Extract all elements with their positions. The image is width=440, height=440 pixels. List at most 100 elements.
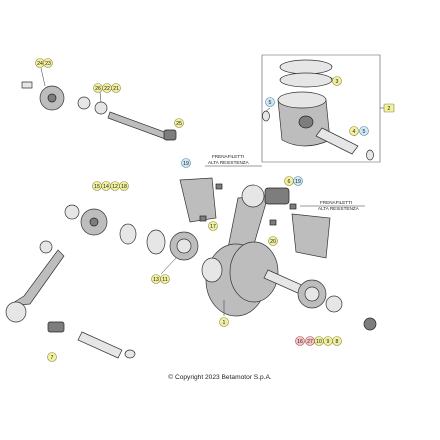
callout-10: 10 — [314, 336, 324, 346]
crankshaft-group — [64, 165, 377, 331]
conrod-spare-big-end — [5, 301, 27, 323]
circlip-left — [262, 110, 270, 122]
main-bearing-left-race — [176, 238, 192, 254]
pump-drive-left — [179, 177, 217, 223]
svg-text:4: 4 — [353, 129, 356, 135]
piston-crown — [277, 91, 327, 109]
conrod-kit — [5, 240, 136, 359]
note-left-line1: FRENAFILETTI — [212, 154, 244, 159]
callout-26: 26 — [93, 83, 103, 93]
svg-text:14: 14 — [103, 184, 109, 190]
crank-nut — [363, 317, 377, 331]
callout-23a: 23 — [43, 58, 53, 68]
bearing-small — [94, 101, 108, 115]
callout-19b: 19 — [293, 176, 303, 186]
callout-25: 25 — [174, 118, 184, 128]
needle-bearing — [47, 321, 65, 333]
primary-gear-hub — [89, 217, 99, 227]
callout-15: 15 — [92, 181, 102, 191]
shaft-bushing — [163, 129, 177, 141]
balancer-group — [21, 67, 177, 141]
piston-group-frame — [261, 54, 381, 163]
svg-text:8: 8 — [336, 339, 339, 345]
svg-text:27: 27 — [307, 339, 313, 345]
small-end-bearing — [264, 187, 290, 205]
svg-text:7: 7 — [51, 355, 54, 361]
copyright-footer: © Copyright 2023 Betamotor S.p.A. — [168, 374, 272, 381]
callout-4: 4 — [349, 126, 359, 136]
callout-17: 17 — [208, 221, 218, 231]
circlip-right — [366, 149, 374, 161]
callout-18: 18 — [119, 181, 129, 191]
svg-text:2: 2 — [388, 106, 391, 112]
screw-c — [269, 219, 277, 226]
conrod-small-end — [241, 184, 265, 208]
callout-8: 8 — [332, 336, 342, 346]
callout-24: 24 — [35, 58, 45, 68]
callout-12: 12 — [110, 181, 120, 191]
note-right-line2: ALTA RESISTENZA — [318, 206, 360, 211]
callout-21: 21 — [111, 83, 121, 93]
callout-1: 1 — [219, 317, 229, 327]
balancer-gear-hub — [47, 93, 57, 103]
gear-small — [77, 96, 91, 110]
svg-text:5: 5 — [363, 129, 366, 135]
piston-group — [261, 54, 386, 163]
callout-7: 7 — [47, 352, 57, 362]
svg-text:18: 18 — [121, 184, 127, 190]
callout-2: 2 — [383, 103, 395, 113]
piston-pin-bore — [298, 115, 314, 129]
screw-d — [289, 203, 297, 210]
gear-nut — [64, 204, 80, 220]
piston-ring-top — [279, 59, 333, 75]
callout-27: 27 — [305, 336, 315, 346]
svg-text:13: 13 — [153, 277, 159, 283]
callout-11: 11 — [160, 274, 170, 284]
svg-text:23: 23 — [45, 61, 51, 67]
svg-text:16: 16 — [297, 339, 303, 345]
svg-text:25: 25 — [176, 121, 182, 127]
svg-text:11: 11 — [162, 277, 167, 283]
svg-text:19: 19 — [295, 179, 301, 185]
svg-text:5: 5 — [269, 100, 272, 106]
callout-20: 20 — [268, 236, 278, 246]
note-left-line2: ALTA RESISTENZA — [208, 160, 250, 165]
callout-3: 3 — [332, 76, 342, 86]
svg-text:19: 19 — [183, 161, 189, 167]
piston-pin — [315, 127, 359, 155]
svg-text:26: 26 — [95, 86, 101, 92]
balancer-shaft — [107, 111, 171, 141]
svg-text:21: 21 — [113, 86, 119, 92]
note-right-line1: FRENAFILETTI — [320, 200, 352, 205]
seal-left — [146, 229, 166, 255]
svg-text:22: 22 — [104, 86, 110, 92]
callout-13: 13 — [151, 274, 161, 284]
svg-text:3: 3 — [336, 79, 339, 85]
conrod-spare-small-end — [39, 240, 53, 254]
screw-a — [215, 183, 223, 190]
callout-14: 14 — [101, 181, 111, 191]
svg-text:9: 9 — [327, 339, 330, 345]
crank-web-right — [229, 241, 279, 303]
spacer-left — [119, 223, 137, 245]
svg-text:10: 10 — [316, 339, 322, 345]
callout-6: 6 — [284, 176, 294, 186]
svg-text:12: 12 — [112, 184, 118, 190]
pump-drive-right — [291, 213, 331, 259]
callout-5a: 5 — [265, 97, 275, 107]
svg-text:6: 6 — [288, 179, 291, 185]
nut — [21, 81, 33, 89]
callout-22: 22 — [102, 83, 112, 93]
svg-text:17: 17 — [210, 224, 216, 230]
seal-right — [325, 295, 343, 313]
callout-9: 9 — [323, 336, 333, 346]
svg-text:24: 24 — [37, 61, 43, 67]
main-bearing-right-race — [304, 286, 320, 302]
svg-text:20: 20 — [270, 239, 276, 245]
crank-shaft-end — [201, 257, 223, 283]
callout-5b: 5 — [359, 126, 369, 136]
screw-b — [199, 215, 207, 222]
svg-text:15: 15 — [94, 184, 100, 190]
piston-ring-bottom — [279, 72, 333, 88]
